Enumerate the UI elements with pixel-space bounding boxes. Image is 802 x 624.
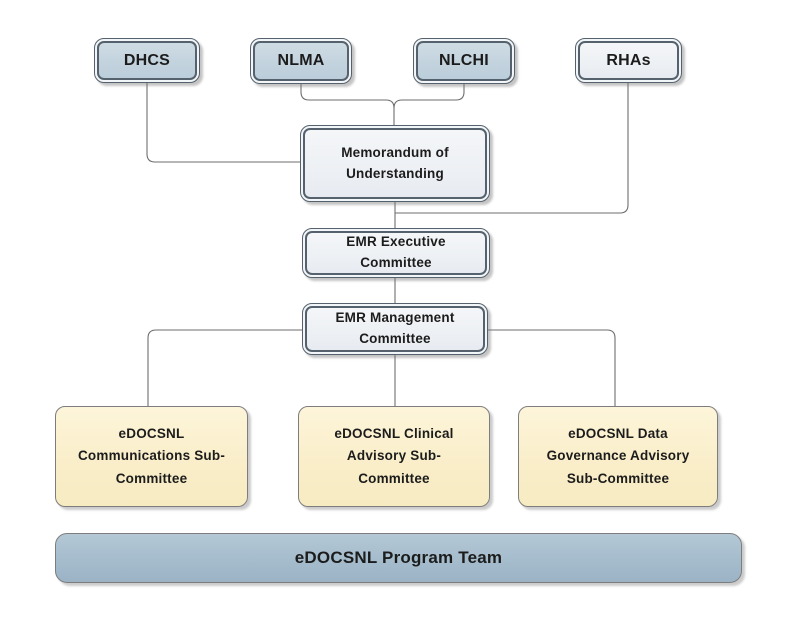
- node-memorandum-of-understanding: Memorandum of Understanding: [300, 125, 490, 202]
- node-clinical-label: eDOCSNL Clinical Advisory Sub- Committee: [334, 426, 454, 486]
- node-dhcs-label: DHCS: [97, 41, 197, 80]
- node-governance-label: eDOCSNL Data Governance Advisory Sub-Com…: [546, 426, 690, 486]
- node-exec-label: EMR Executive Committee: [346, 234, 446, 270]
- node-rhas: RHAs: [575, 38, 682, 83]
- node-emr-executive-committee: EMR Executive Committee: [302, 228, 490, 278]
- node-nlchi: NLCHI: [413, 38, 515, 84]
- node-nlma: NLMA: [250, 38, 352, 84]
- node-mgmt-label: EMR Management Committee: [335, 310, 455, 346]
- connector-nlchi-mou: [393, 84, 465, 109]
- node-nlma-label: NLMA: [253, 41, 349, 81]
- connector-mgmt-governance: [488, 329, 616, 406]
- node-communications-sub-committee: eDOCSNL Communications Sub- Committee: [55, 406, 248, 507]
- connector-dhcs-mou: [146, 83, 300, 163]
- node-nlchi-label: NLCHI: [416, 41, 512, 81]
- node-program-label: eDOCSNL Program Team: [294, 548, 503, 567]
- node-rhas-label: RHAs: [578, 41, 679, 80]
- connector-rhas-join: [395, 83, 629, 214]
- node-clinical-advisory-sub-committee: eDOCSNL Clinical Advisory Sub- Committee: [298, 406, 490, 507]
- node-program-team-bar: eDOCSNL Program Team: [55, 533, 742, 583]
- connector-nlma-mou: [300, 84, 395, 125]
- node-data-governance-advisory-sub-committee: eDOCSNL Data Governance Advisory Sub-Com…: [518, 406, 718, 507]
- node-mou-label: Memorandum of Understanding: [341, 144, 449, 181]
- connector-mgmt-communications: [147, 329, 302, 406]
- node-emr-management-committee: EMR Management Committee: [302, 303, 488, 355]
- node-dhcs: DHCS: [94, 38, 200, 83]
- node-comms-label: eDOCSNL Communications Sub- Committee: [77, 426, 226, 486]
